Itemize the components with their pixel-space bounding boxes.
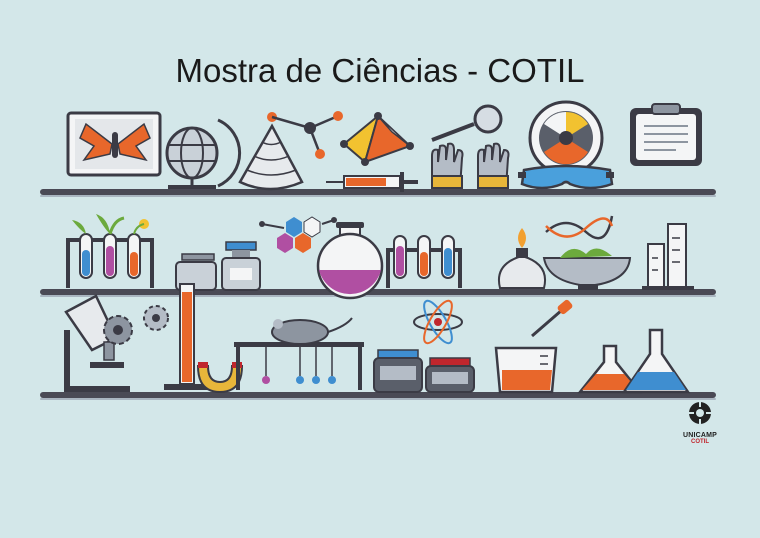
test-tube-rack-icon	[386, 235, 462, 288]
gloves-icon	[431, 142, 510, 189]
sprout-test-tubes-icon	[66, 214, 154, 288]
mortar-pestle-icon	[542, 248, 632, 290]
round-flask-icon	[316, 222, 384, 300]
syringe-icon	[326, 172, 418, 192]
graduated-cylinders-icon	[642, 223, 694, 290]
logo-cotil-text: COTIL	[691, 439, 709, 445]
magnifier-icon	[431, 104, 503, 142]
dropper-icon	[531, 299, 573, 338]
lab-mouse-icon	[234, 317, 364, 390]
magnet-icon	[196, 362, 244, 394]
radiation-icon	[528, 100, 604, 176]
globe-icon	[165, 118, 242, 189]
atom-icon	[413, 299, 463, 345]
hexagon-molecule-icon	[259, 216, 337, 253]
alcohol-burner-icon	[498, 228, 546, 289]
safety-goggles-icon	[518, 164, 614, 190]
beaker-icon	[494, 346, 558, 394]
specimen-jars-icon	[373, 349, 475, 393]
shelf-top	[40, 189, 716, 197]
erlenmeyer-flasks-icon	[577, 328, 691, 394]
clipboard-icon	[630, 103, 702, 166]
pyramid-molecule-icon	[340, 112, 414, 166]
shelf-middle	[40, 289, 716, 297]
burette-icon	[164, 283, 210, 390]
unicamp-cotil-logo: UNICAMP COTIL	[676, 400, 724, 445]
butterfly-frame-icon	[66, 111, 162, 177]
logo-unicamp-text: UNICAMP	[682, 432, 718, 439]
page-title: Mostra de Ciências - COTIL	[175, 52, 585, 89]
gears-icon	[103, 305, 169, 345]
reagent-bottles-icon	[175, 241, 261, 291]
molecule-cone-icon	[238, 111, 343, 191]
dna-icon	[545, 215, 614, 240]
shelf-bottom	[40, 392, 716, 400]
unicamp-logo-icon	[688, 401, 712, 425]
